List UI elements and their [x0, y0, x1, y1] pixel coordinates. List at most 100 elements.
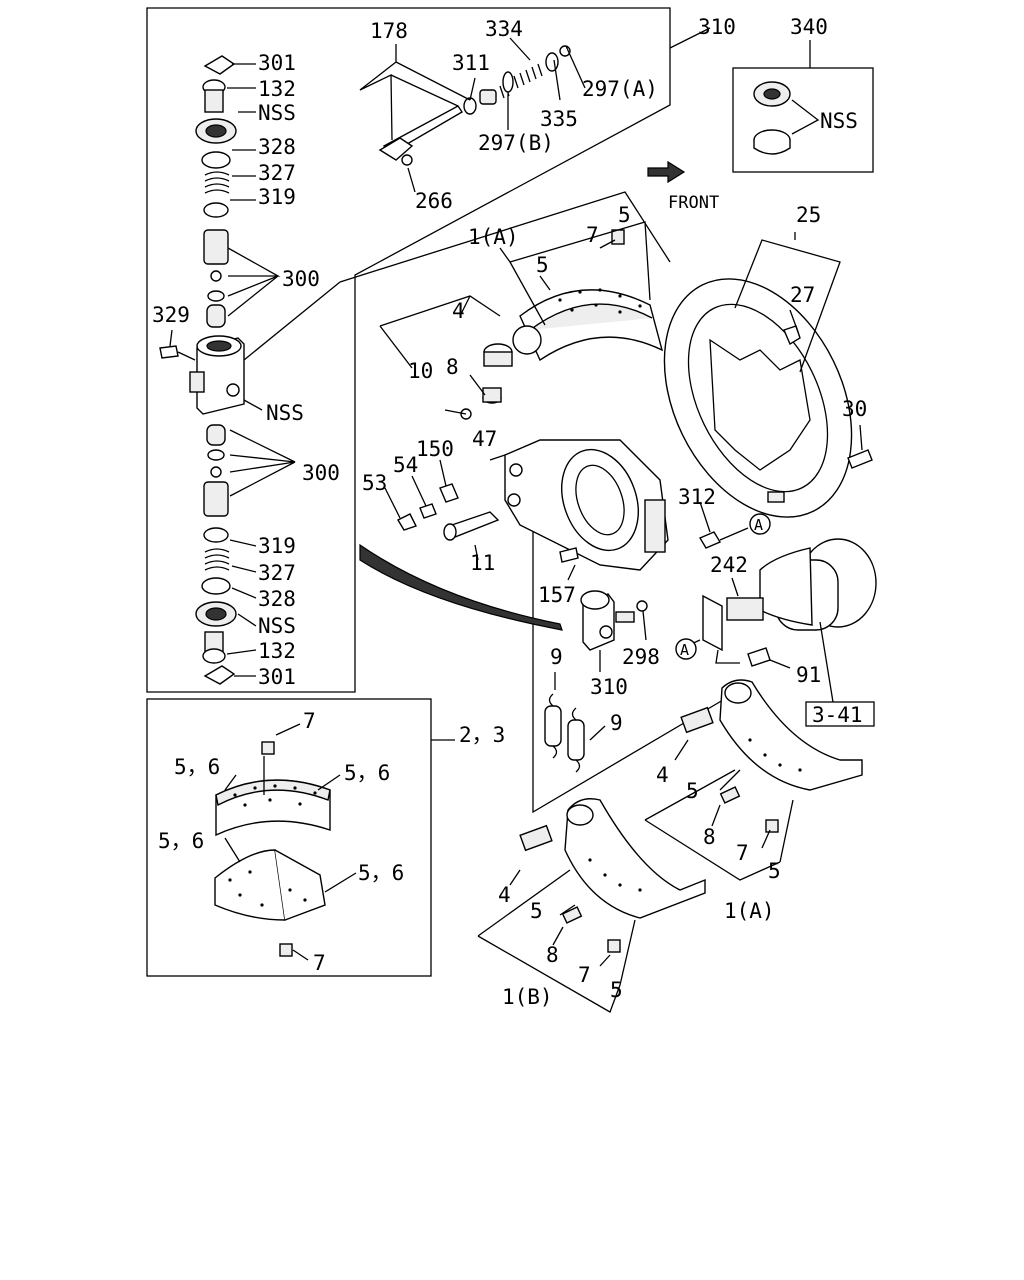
lower-brake-shoe-1A	[644, 679, 863, 881]
label-7-right: 7	[736, 841, 749, 865]
bleeder-screw-329	[159, 345, 196, 361]
label-7-bottom: 7	[578, 963, 591, 987]
label-53: 53	[362, 471, 387, 495]
label-nss-bottom: NSS	[258, 614, 296, 638]
label-312: 312	[678, 485, 716, 509]
label-300-bottom: 300	[302, 461, 340, 485]
label-297B: 297(B)	[478, 131, 554, 155]
left-column-leaders	[169, 63, 341, 677]
label-328-top: 328	[258, 135, 296, 159]
kit-340-box	[732, 67, 874, 173]
label-334: 334	[485, 17, 523, 41]
shoe-set-2-3-box	[146, 698, 432, 977]
label-2-3: 2，3	[459, 723, 505, 747]
upper-brake-shoe-1A	[379, 221, 664, 420]
label-10: 10	[408, 359, 433, 383]
label-310-mid: 310	[590, 675, 628, 699]
label-311: 311	[452, 51, 490, 75]
label-56-box-a: 5，6	[174, 755, 220, 779]
label-7-box-top: 7	[303, 709, 316, 733]
label-1B: 1(B)	[502, 985, 553, 1009]
label-327-bottom: 327	[258, 561, 296, 585]
cylinder-parts-upper	[195, 55, 237, 328]
label-4-right: 4	[656, 763, 669, 787]
label-319-top: 319	[258, 185, 296, 209]
label-7-top: 7	[586, 223, 599, 247]
brake-chamber-242	[677, 538, 877, 703]
return-springs-9	[544, 672, 606, 773]
label-1A-top: 1(A)	[468, 225, 519, 249]
label-91: 91	[796, 663, 821, 687]
part-labels: 178 334 310 340 311 297(A) 335 297(B) 26…	[152, 15, 867, 1009]
label-301-top: 301	[258, 51, 296, 75]
callout-A-right-text: A	[754, 516, 763, 534]
lower-brake-shoe-1B	[477, 798, 706, 1013]
label-298: 298	[622, 645, 660, 669]
label-9-right: 9	[610, 711, 623, 735]
label-5-top-right: 5	[618, 203, 631, 227]
cylinder-body	[189, 335, 245, 415]
label-340: 340	[790, 15, 828, 39]
label-266: 266	[415, 189, 453, 213]
label-56-box-d: 5，6	[358, 861, 404, 885]
label-5-right-lower: 5	[768, 859, 781, 883]
label-300-top: 300	[282, 267, 320, 291]
label-30: 30	[842, 397, 867, 421]
anchor-spider-47	[489, 439, 669, 571]
kit-340-parts	[753, 40, 820, 155]
label-11: 11	[470, 551, 495, 575]
label-nss-top: NSS	[258, 101, 296, 125]
label-7-box-bottom: 7	[313, 951, 326, 975]
label-5-bottom-lower: 5	[610, 978, 623, 1002]
label-8-right: 8	[703, 825, 716, 849]
front-direction-arrow	[647, 160, 686, 184]
label-8-bottom: 8	[546, 943, 559, 967]
wheel-cylinder-310	[359, 543, 648, 672]
cylinder-parts-lower	[195, 424, 237, 685]
label-27: 27	[790, 283, 815, 307]
label-1A-bottom: 1(A)	[724, 899, 775, 923]
label-310-top: 310	[698, 15, 736, 39]
reference-box-3-41	[805, 701, 875, 727]
label-157: 157	[538, 583, 576, 607]
adjuster-assembly	[359, 27, 711, 193]
label-56-box-c: 5，6	[158, 829, 204, 853]
callout-A-right	[749, 513, 771, 535]
label-nss-body: NSS	[266, 401, 304, 425]
label-47: 47	[472, 427, 497, 451]
label-297A: 297(A)	[582, 77, 658, 101]
label-328-bottom: 328	[258, 587, 296, 611]
label-5-right-upper: 5	[686, 779, 699, 803]
label-301-bottom: 301	[258, 665, 296, 689]
bolt-30	[847, 424, 873, 469]
label-327-top: 327	[258, 161, 296, 185]
label-178: 178	[370, 19, 408, 43]
label-4-bottom: 4	[498, 883, 511, 907]
label-329: 329	[152, 303, 190, 327]
label-8-top: 8	[446, 355, 459, 379]
label-132-top: 132	[258, 77, 296, 101]
label-5-bottom-upper: 5	[530, 899, 543, 923]
label-54: 54	[393, 453, 418, 477]
callout-A-left-text: A	[680, 641, 689, 659]
label-4-top: 4	[452, 299, 465, 323]
dust-shield-25	[663, 232, 853, 518]
label-9-left: 9	[550, 645, 563, 669]
label-150: 150	[416, 437, 454, 461]
wheel-cylinder-detail-frame	[146, 7, 671, 693]
label-335: 335	[540, 107, 578, 131]
label-nss-kit: NSS	[820, 109, 858, 133]
label-5-top-mid: 5	[536, 253, 549, 277]
label-25: 25	[796, 203, 821, 227]
main-assembly-outline	[339, 191, 741, 814]
front-label: FRONT	[668, 193, 719, 213]
pin-11-and-bolts	[384, 459, 749, 581]
shoe-kit-box-parts	[214, 723, 455, 961]
callout-A-left	[675, 638, 697, 660]
reference-3-41: 3-41	[812, 703, 863, 727]
label-319-bottom: 319	[258, 534, 296, 558]
label-132-bottom: 132	[258, 639, 296, 663]
label-242: 242	[710, 553, 748, 577]
label-56-box-b: 5，6	[344, 761, 390, 785]
